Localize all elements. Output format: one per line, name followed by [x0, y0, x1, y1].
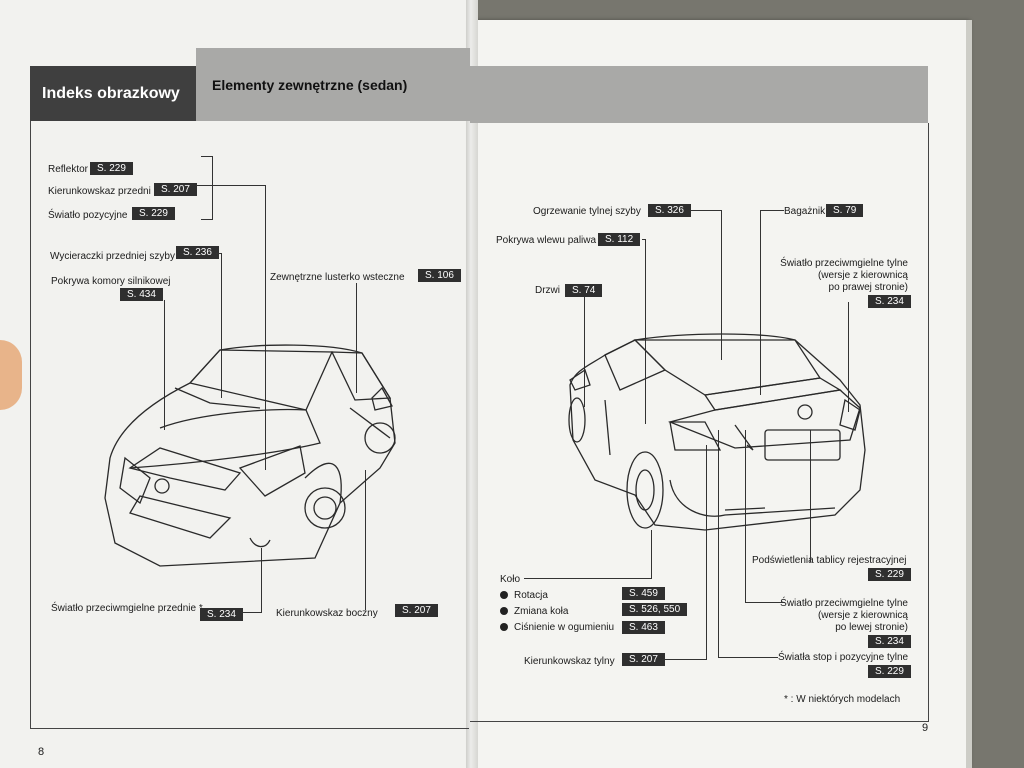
index-header: Indeks obrazkowy — [30, 66, 196, 121]
ref-rear-fog-rhd: S. 234 — [868, 295, 911, 308]
label-reflektor: Reflektor — [48, 164, 89, 175]
label-stop-lights: Światła stop i pozycyjne tylne — [778, 652, 909, 663]
label-hood: Pokrywa komory silnikowej — [51, 276, 171, 287]
ref-pressure: S. 463 — [622, 621, 665, 634]
wheel-item-text: Rotacja — [514, 590, 548, 601]
leader-line — [760, 210, 784, 211]
label-rear-defrost: Ogrzewanie tylnej szyby — [533, 206, 641, 217]
leader-line — [265, 185, 266, 470]
book-spine — [466, 0, 478, 768]
leader-line — [706, 445, 707, 660]
leader-line — [212, 156, 213, 220]
leader-line — [201, 156, 213, 157]
car-front-illustration — [104, 344, 396, 567]
right-content-frame — [470, 123, 929, 722]
ref-fuel-door: S. 112 — [598, 233, 641, 246]
leader-line — [745, 430, 746, 602]
leader-line — [196, 185, 266, 186]
label-rear-fog-rhd-1: Światło przeciwmgielne tylne — [780, 258, 908, 269]
right-header-bar — [470, 66, 928, 123]
left-page — [0, 0, 474, 768]
leader-line — [356, 283, 357, 393]
leader-line — [201, 219, 213, 220]
wheel-item-text: Zmiana koła — [514, 606, 569, 617]
leader-line — [164, 300, 165, 430]
label-front-fog: Światło przeciwmgielne przednie * — [51, 603, 203, 614]
page-number-right: 9 — [922, 722, 929, 734]
page-edge — [966, 20, 972, 768]
leader-line — [261, 548, 262, 613]
bullet-icon — [500, 607, 508, 615]
leader-line — [662, 659, 706, 660]
leader-line — [848, 302, 849, 412]
label-plate-light: Podświetlenia tablicy rejestracyjnej — [752, 555, 907, 566]
section-title-text: Elementy zewnętrzne (sedan) — [212, 76, 408, 93]
bullet-icon — [500, 591, 508, 599]
label-rear-fog-lhd-1: Światło przeciwmgielne tylne — [780, 598, 908, 609]
ref-plate-light: S. 229 — [868, 568, 911, 581]
leader-line — [718, 430, 719, 658]
ref-doors: S. 74 — [565, 284, 603, 297]
label-rear-turn: Kierunkowskaz tylny — [524, 656, 615, 667]
thumb — [0, 340, 22, 410]
label-front-turn: Kierunkowskaz przedni — [48, 186, 151, 197]
leader-line — [690, 210, 722, 211]
ref-side-turn: S. 207 — [395, 604, 438, 617]
index-header-text: Indeks obrazkowy — [42, 84, 180, 102]
label-trunk: Bagażnik — [784, 206, 826, 217]
leader-line — [760, 210, 761, 395]
section-title: Elementy zewnętrzne (sedan) — [196, 48, 470, 121]
wheel-item-text: Ciśnienie w ogumieniu — [514, 622, 615, 633]
ref-rear-defrost: S. 326 — [648, 204, 691, 217]
label-wheel: Koło — [500, 574, 521, 585]
label-doors: Drzwi — [535, 285, 560, 296]
label-rear-fog-rhd-2: (wersje z kierownicą — [817, 270, 908, 281]
ref-trunk: S. 79 — [826, 204, 864, 217]
leader-line — [524, 578, 652, 579]
ref-rear-fog-lhd: S. 234 — [868, 635, 911, 648]
leader-line — [642, 239, 646, 240]
label-mirror: Zewnętrzne lusterko wsteczne — [270, 272, 405, 283]
leader-line — [745, 602, 785, 603]
leader-line — [241, 612, 261, 613]
page-number-left: 8 — [38, 746, 45, 758]
ref-rotation: S. 459 — [622, 587, 665, 600]
ref-rear-turn: S. 207 — [622, 653, 665, 666]
label-wipers: Wycieraczki przedniej szyby — [50, 251, 175, 262]
wheel-item-change: Zmiana koła — [500, 606, 568, 618]
leader-line — [651, 530, 652, 579]
wheel-item-pressure: Ciśnienie w ogumieniu — [500, 622, 614, 634]
bullet-icon — [500, 623, 508, 631]
ref-change: S. 526, 550 — [622, 603, 688, 616]
car-rear-illustration — [568, 333, 866, 531]
label-position-light: Światło pozycyjne — [48, 210, 128, 221]
leader-line — [645, 239, 646, 424]
leader-line — [584, 297, 585, 407]
leader-line — [718, 657, 778, 658]
ref-reflektor: S. 229 — [90, 162, 133, 175]
label-rear-fog-lhd-2: (wersje z kierownicą — [817, 610, 908, 621]
ref-wipers: S. 236 — [176, 246, 219, 259]
left-content-frame — [30, 121, 469, 729]
leader-line — [721, 210, 722, 360]
ref-hood: S. 434 — [120, 288, 163, 301]
label-rear-fog-rhd-3: po prawej stronie) — [828, 282, 908, 293]
ref-mirror: S. 106 — [418, 269, 461, 282]
ref-stop-lights: S. 229 — [868, 665, 911, 678]
leader-line — [221, 253, 222, 398]
wheel-item-rotation: Rotacja — [500, 590, 548, 602]
leader-line — [810, 430, 811, 562]
ref-position-light: S. 229 — [132, 207, 175, 220]
leader-line — [365, 470, 366, 610]
label-fuel-door: Pokrywa wlewu paliwa — [496, 235, 597, 246]
footnote: * : W niektórych modelach — [784, 694, 901, 705]
label-side-turn: Kierunkowskaz boczny — [276, 608, 378, 619]
leader-line — [216, 253, 222, 254]
ref-front-fog: S. 234 — [200, 608, 243, 621]
ref-front-turn: S. 207 — [154, 183, 197, 196]
label-rear-fog-lhd-3: po lewej stronie) — [835, 622, 908, 633]
